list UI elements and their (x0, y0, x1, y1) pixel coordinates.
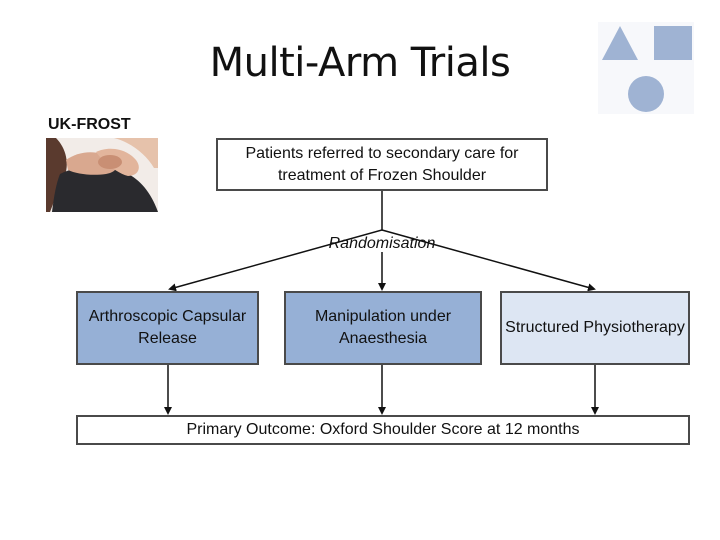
arrow-to-arm1 (168, 229, 383, 292)
outcome-text: Primary Outcome: Oxford Shoulder Score a… (186, 421, 580, 439)
arm-label: Arthroscopic Capsular Release (88, 308, 247, 347)
population-text: Patients referred to secondary care for … (245, 144, 519, 184)
shapes-logo-icon (598, 22, 694, 114)
shoulder-pain-photo-icon (46, 138, 158, 212)
arm-physiotherapy-box: Structured Physiotherapy (500, 291, 690, 365)
trial-name: UK-FROST (48, 116, 131, 133)
arm-label: Structured Physiotherapy (505, 319, 685, 337)
population-box: Patients referred to secondary care for … (216, 138, 548, 191)
primary-outcome-box: Primary Outcome: Oxford Shoulder Score a… (76, 415, 690, 445)
randomisation-label: Randomisation (328, 235, 436, 252)
arm-capsular-release-box: Arthroscopic Capsular Release (76, 291, 259, 365)
slide-title: Multi-Arm Trials (209, 40, 511, 86)
arm-manipulation-box: Manipulation under Anaesthesia (284, 291, 482, 365)
arrow-to-arm3 (381, 229, 596, 292)
arm-label: Manipulation under Anaesthesia (314, 308, 452, 347)
